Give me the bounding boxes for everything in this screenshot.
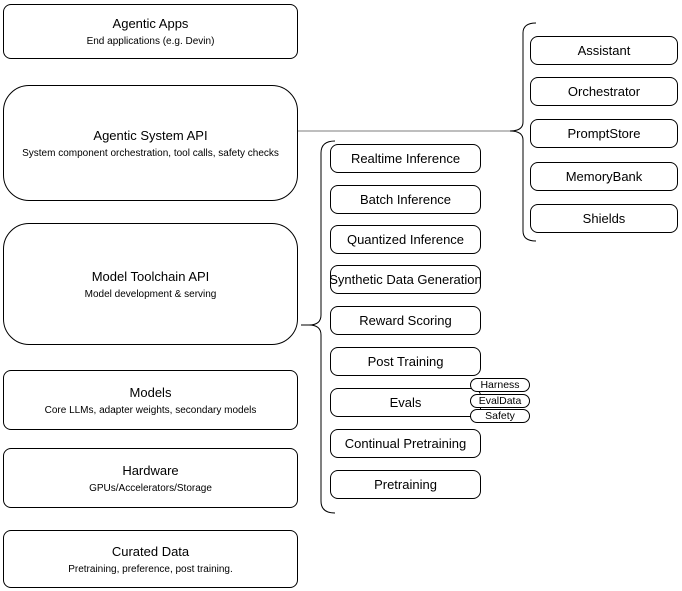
system-component-orchestrator: Orchestrator bbox=[530, 77, 678, 106]
system-component-memorybank: MemoryBank bbox=[530, 162, 678, 191]
eval-tag-evaldata: EvalData bbox=[470, 394, 530, 408]
system-component-shields: Shields bbox=[530, 204, 678, 233]
node-agentic-system-api-title: Agentic System API bbox=[93, 127, 208, 143]
node-models-title: Models bbox=[129, 384, 172, 400]
toolchain-item-continual-pretraining: Continual Pretraining bbox=[330, 429, 481, 458]
node-agentic-apps-subtitle: End applications (e.g. Devin) bbox=[86, 36, 215, 47]
node-agentic-apps: Agentic Apps End applications (e.g. Devi… bbox=[3, 4, 298, 59]
node-hardware: Hardware GPUs/Accelerators/Storage bbox=[3, 448, 298, 508]
node-agentic-system-api: Agentic System API System component orch… bbox=[3, 85, 298, 201]
node-curated-data-title: Curated Data bbox=[111, 543, 190, 559]
toolchain-item-reward-scoring: Reward Scoring bbox=[330, 306, 481, 335]
system-component-assistant: Assistant bbox=[530, 36, 678, 65]
node-model-toolchain-api: Model Toolchain API Model development & … bbox=[3, 223, 298, 345]
node-model-toolchain-api-title: Model Toolchain API bbox=[91, 268, 210, 284]
eval-tag-harness: Harness bbox=[470, 378, 530, 392]
toolchain-item-batch-inference: Batch Inference bbox=[330, 185, 481, 214]
system-components-brace bbox=[509, 22, 537, 242]
toolchain-item-evals: Evals bbox=[330, 388, 481, 417]
node-model-toolchain-api-subtitle: Model development & serving bbox=[84, 288, 217, 300]
node-agentic-apps-title: Agentic Apps bbox=[112, 16, 189, 31]
system-component-promptstore: PromptStore bbox=[530, 119, 678, 148]
eval-tag-safety: Safety bbox=[470, 409, 530, 423]
toolchain-item-realtime-inference: Realtime Inference bbox=[330, 144, 481, 173]
toolchain-item-quantized-inference: Quantized Inference bbox=[330, 225, 481, 254]
node-hardware-title: Hardware bbox=[122, 462, 179, 478]
node-agentic-system-api-subtitle: System component orchestration, tool cal… bbox=[22, 147, 279, 159]
toolchain-item-synthetic-data-generation: Synthetic Data Generation bbox=[329, 265, 482, 294]
toolchain-item-pretraining: Pretraining bbox=[330, 470, 481, 499]
node-hardware-subtitle: GPUs/Accelerators/Storage bbox=[89, 482, 212, 494]
node-models: Models Core LLMs, adapter weights, secon… bbox=[3, 370, 298, 430]
node-curated-data: Curated Data Pretraining, preference, po… bbox=[3, 530, 298, 588]
node-models-subtitle: Core LLMs, adapter weights, secondary mo… bbox=[44, 404, 257, 416]
node-curated-data-subtitle: Pretraining, preference, post training. bbox=[68, 563, 233, 575]
toolchain-item-post-training: Post Training bbox=[330, 347, 481, 376]
